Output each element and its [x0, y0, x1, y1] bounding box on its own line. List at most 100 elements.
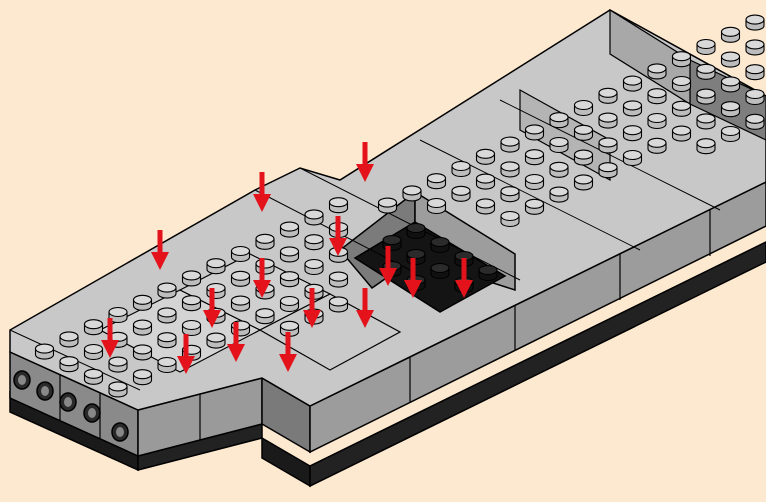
red-arrow-icon [455, 258, 473, 298]
stud [181, 295, 202, 312]
stud [696, 38, 716, 56]
black-stud [430, 236, 450, 254]
stud [402, 185, 422, 202]
red-arrow-icon [151, 230, 169, 270]
stud [647, 63, 667, 80]
stud [328, 197, 349, 214]
stud [157, 332, 177, 349]
stud [549, 161, 569, 178]
stud [279, 271, 300, 288]
stud [549, 186, 569, 203]
stud [622, 149, 643, 167]
stud [328, 271, 349, 288]
stud [132, 369, 153, 386]
stud [451, 185, 471, 202]
black-stud [478, 264, 498, 282]
stud [500, 210, 520, 228]
stud [59, 356, 79, 373]
stud [671, 51, 692, 68]
stud [279, 246, 300, 263]
stud [500, 186, 520, 203]
red-arrow-icon [253, 172, 271, 212]
stud [720, 101, 741, 118]
stud [157, 307, 177, 324]
stud [696, 63, 716, 80]
stud [83, 368, 104, 385]
stud [598, 87, 618, 104]
red-arrow-icon [101, 318, 119, 358]
stud [524, 124, 545, 141]
stud [206, 332, 226, 349]
stud [279, 221, 300, 238]
stud [622, 125, 643, 142]
stud [304, 209, 324, 226]
stud [549, 112, 569, 129]
stud [426, 173, 447, 190]
red-arrow-icon [379, 246, 397, 286]
stud [206, 258, 226, 275]
stud [255, 233, 275, 250]
stud [83, 319, 104, 336]
stud [573, 124, 594, 141]
stud [255, 308, 275, 325]
stud [696, 113, 716, 130]
stud [132, 294, 153, 311]
stud [622, 75, 643, 92]
stud [132, 319, 153, 336]
stud [377, 197, 398, 214]
stud [549, 136, 569, 154]
stud [573, 174, 594, 191]
stud [181, 319, 202, 337]
red-arrow-icon [253, 258, 271, 298]
stud [132, 344, 153, 361]
stud [157, 356, 177, 374]
stud [59, 331, 79, 348]
red-arrow-icon [404, 258, 422, 298]
stud [720, 125, 741, 143]
stud [720, 76, 741, 93]
stud [108, 381, 128, 398]
stud [230, 270, 251, 287]
stud [255, 258, 275, 275]
studs-layer [34, 14, 765, 398]
stud [157, 282, 177, 299]
stud [524, 149, 545, 166]
stud [279, 295, 300, 313]
stud [573, 149, 594, 166]
stud [304, 234, 324, 251]
red-arrow-icon [329, 216, 347, 256]
placement-arrows [101, 142, 473, 374]
stud [524, 173, 545, 191]
stud [598, 137, 618, 154]
stud [598, 112, 618, 129]
stud [475, 198, 496, 215]
stud [720, 26, 741, 43]
stud [745, 88, 765, 106]
stud [696, 138, 716, 155]
black-stud [430, 262, 450, 280]
stud [108, 356, 128, 373]
stud [696, 88, 716, 105]
stud [500, 161, 520, 178]
stud [573, 99, 594, 117]
stud [622, 100, 643, 117]
stud [671, 100, 692, 117]
stud [83, 343, 104, 361]
stud [647, 137, 667, 154]
stud [230, 295, 251, 312]
stud [745, 39, 765, 56]
red-arrow-icon [303, 288, 321, 328]
stud [451, 160, 471, 178]
stud [647, 112, 667, 130]
stud [475, 148, 496, 165]
stud [598, 162, 618, 179]
stud [524, 198, 545, 215]
red-arrow-icon [227, 322, 245, 362]
stud [230, 245, 251, 263]
stud [181, 270, 202, 287]
red-arrow-icon [356, 288, 374, 328]
red-arrow-icon [356, 142, 374, 182]
stud [500, 136, 520, 153]
